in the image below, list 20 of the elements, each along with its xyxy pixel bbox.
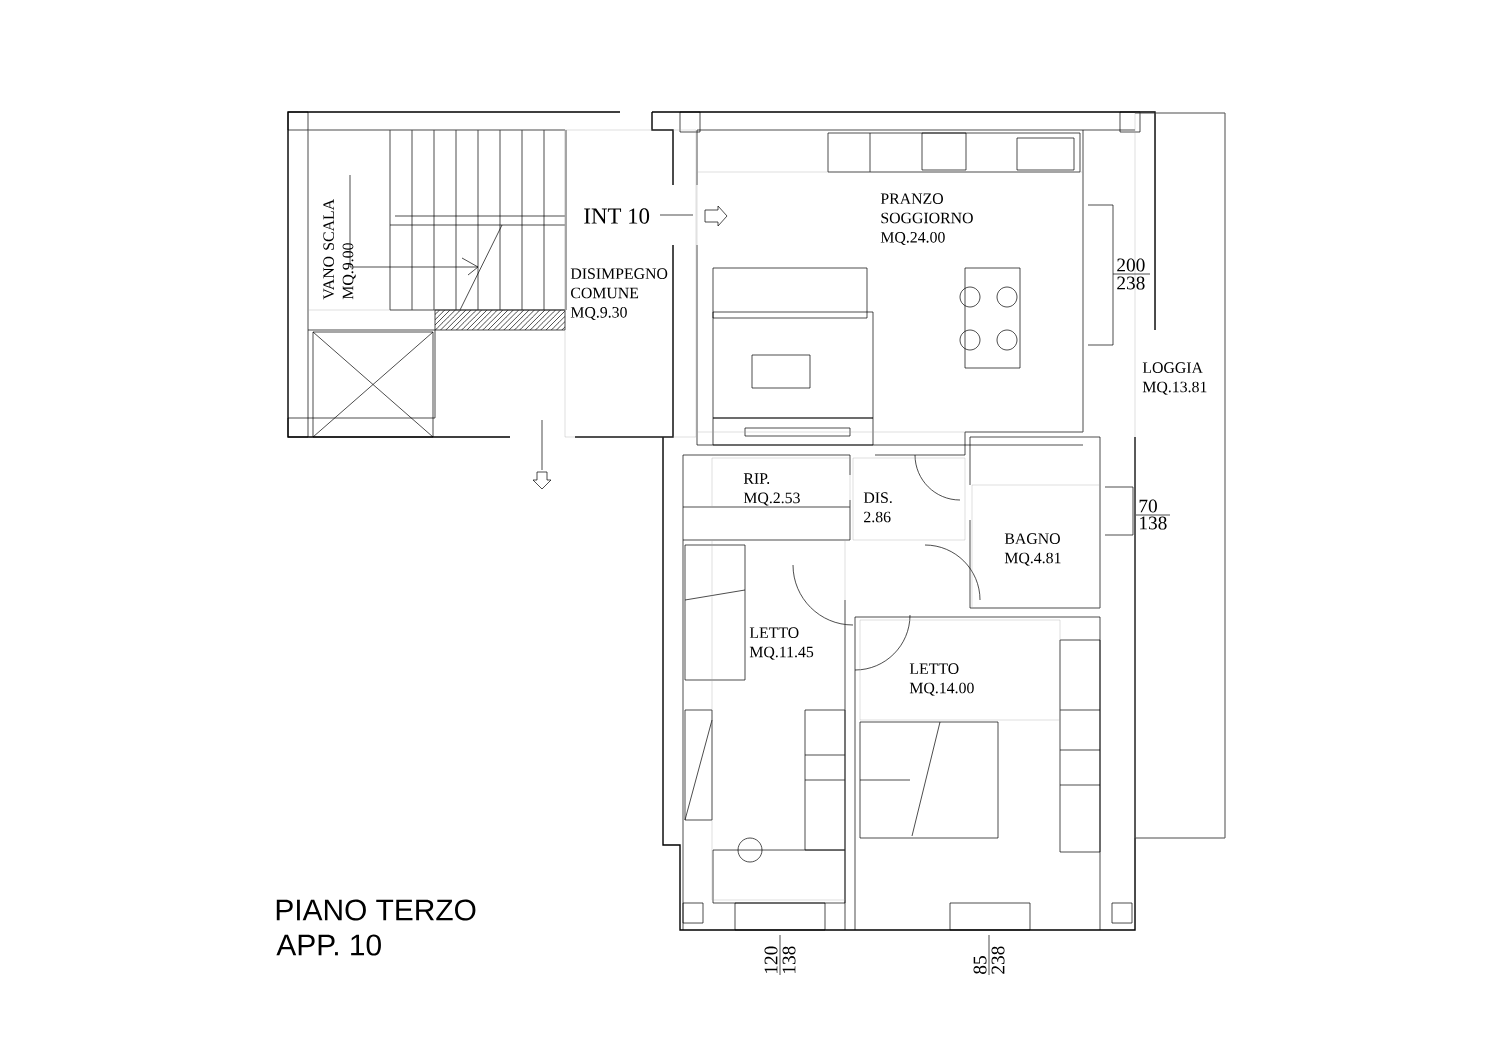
room-label: LETTO MQ.11.45 xyxy=(749,627,814,660)
dimension-label: 200 xyxy=(1117,258,1145,272)
room-label: PRANZO SOGGIORNO MQ.24.00 xyxy=(880,193,973,246)
title: PIANO TERZO xyxy=(276,899,476,921)
dimension-label: 120 xyxy=(764,946,778,973)
dimension-label: 138 xyxy=(782,946,796,973)
dimension-label: INT 10 xyxy=(584,208,650,224)
room-label: BAGNO MQ.4.81 xyxy=(1004,533,1061,566)
dimension-label: 238 xyxy=(1117,276,1145,290)
dimension-label: 70 xyxy=(1139,499,1157,513)
room-label: LETTO MQ.14.00 xyxy=(909,663,974,696)
room-label: DISIMPEGNO COMUNE MQ.9.30 xyxy=(570,268,668,321)
dimension-label: 238 xyxy=(991,946,1005,974)
room-label: DIS. 2.86 xyxy=(863,492,892,523)
dimension-label: 85 xyxy=(973,956,987,974)
caption: APP. 10 xyxy=(276,934,381,956)
room-label: VANO SCALA MQ.9.00 xyxy=(323,199,356,300)
room-label: LOGGIA MQ.13.81 xyxy=(1142,362,1207,395)
room-label: RIP. MQ.2.53 xyxy=(743,473,800,506)
dimension-label: 138 xyxy=(1140,516,1167,530)
